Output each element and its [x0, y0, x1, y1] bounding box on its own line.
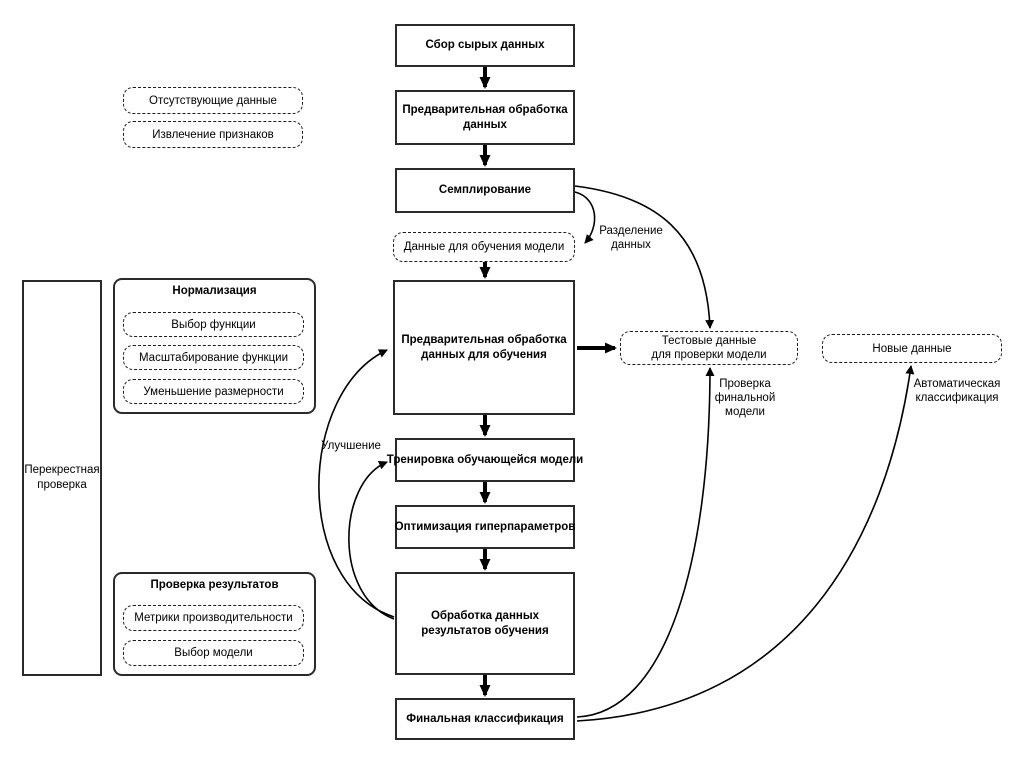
arrow-final-to-testdata — [576, 367, 715, 718]
node-model-selection: Выбор модели — [123, 640, 304, 666]
node-performance-metrics: Метрики производительности — [123, 605, 304, 631]
node-data-preprocessing: Предварительная обработка данных — [395, 90, 575, 145]
node-missing-data: Отсутствующие данные — [123, 87, 303, 114]
node-training-data-preprocessing: Предварительная обработка данных для обу… — [393, 280, 575, 415]
node-new-data: Новые данные — [822, 334, 1002, 363]
node-cross-validation: Перекрестная проверка — [22, 280, 102, 676]
group-normalization-title: Нормализация — [172, 285, 257, 297]
edge-label-improvement: Улучшение — [321, 440, 381, 452]
edge-label-final-model-check: Проверка финальной модели — [714, 378, 776, 418]
node-training-data: Данные для обучения модели — [393, 232, 575, 262]
node-function-scaling: Масштабирование функции — [123, 345, 304, 370]
node-dimensionality-reduction: Уменьшение размерности — [123, 379, 304, 404]
node-model-training: Тренировка обучающейся модели — [387, 438, 583, 482]
arrow-results-to-training-improvement — [348, 460, 395, 620]
arrow-sampling-to-traindata — [574, 191, 596, 244]
group-results-check-title: Проверка результатов — [150, 579, 279, 591]
node-test-data: Тестовые данные для проверки модели — [620, 331, 798, 365]
arrow-results-to-trainpreprocess-improvement — [318, 349, 395, 618]
node-function-selection: Выбор функции — [123, 312, 304, 337]
node-final-classification: Финальная классификация — [395, 698, 575, 740]
arrow-sampling-to-testdata — [574, 185, 715, 329]
node-sampling: Семплирование — [395, 168, 575, 213]
edge-label-data-split: Разделение данных — [599, 225, 663, 251]
node-hyperparameter-optimization: Оптимизация гиперпараметров — [395, 505, 575, 549]
node-training-results-processing: Обработка данных результатов обучения — [395, 572, 575, 675]
arrow-final-to-newdata — [576, 365, 915, 722]
node-raw-data-collection: Сбор сырых данных — [395, 24, 575, 67]
edge-label-auto-classification: Автоматическая классификация — [913, 378, 1001, 404]
node-feature-extraction: Извлечение признаков — [123, 121, 303, 148]
